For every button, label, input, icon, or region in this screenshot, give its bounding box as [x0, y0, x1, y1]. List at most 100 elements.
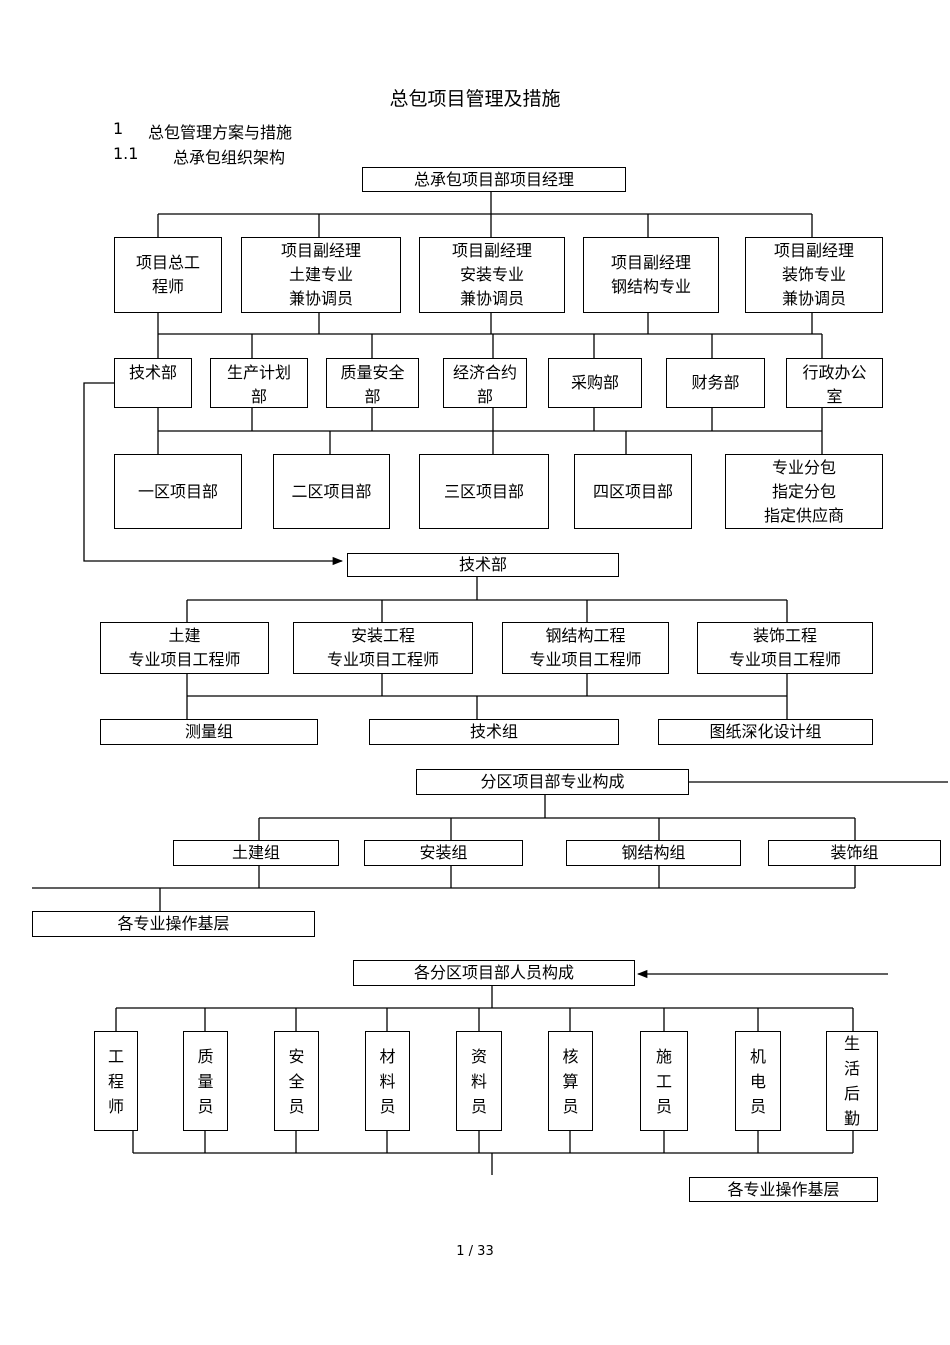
civil-group-box: 土建组 [173, 840, 339, 866]
box-line: 材 [379, 1046, 396, 1066]
box-line: 质 [197, 1046, 214, 1066]
box-line: 装饰专业 [781, 265, 846, 284]
role-materials-box: 材 料 员 [365, 1031, 410, 1131]
box-line: 师 [107, 1096, 124, 1116]
box-line: 兼协调员 [288, 289, 353, 308]
subsection-number: 1.1 [113, 144, 139, 163]
decoration-group-box: 装饰组 [768, 840, 941, 866]
box-line: 安装工程 [350, 626, 415, 645]
box-line: 室 [826, 387, 843, 406]
role-electromechanical-box: 机 电 员 [735, 1031, 781, 1131]
staff-operation-base-box: 各专业操作基层 [689, 1177, 878, 1202]
page-number: 1 / 33 [456, 1244, 494, 1259]
dept-contracts-box: 经济合约 部 [443, 358, 527, 408]
box-line: 电 [749, 1071, 766, 1091]
engineer-decoration-box: 装饰工程 专业项目工程师 [697, 622, 873, 674]
box-line: 兼协调员 [781, 289, 846, 308]
box-line: 经济合约 [452, 363, 517, 382]
box-line: 钢结构工程 [545, 626, 626, 645]
box-line: 土建专业 [288, 265, 353, 284]
box-line: 部 [476, 387, 493, 406]
box-line: 一区项目部 [137, 481, 218, 501]
box-line: 钢结构专业 [610, 277, 691, 296]
deputy-manager-civil-box: 项目副经理 土建专业 兼协调员 [241, 237, 401, 313]
role-engineer-box: 工 程 师 [94, 1031, 138, 1131]
box-line: 财务部 [691, 373, 740, 392]
box-line: 专业项目工程师 [529, 650, 642, 669]
box-line: 料 [379, 1071, 396, 1091]
project-manager-box: 总承包项目部项目经理 [362, 167, 626, 192]
role-documents-box: 资 料 员 [456, 1031, 502, 1131]
box-line: 三区项目部 [443, 481, 524, 501]
box-line: 装饰工程 [752, 626, 817, 645]
box-line: 员 [197, 1096, 214, 1116]
role-cost-box: 核 算 员 [548, 1031, 593, 1131]
box-line: 生产计划 [226, 363, 291, 382]
steel-group-box: 钢结构组 [566, 840, 741, 866]
box-line: 员 [379, 1096, 396, 1116]
box-line: 指定供应商 [763, 505, 844, 525]
section-number: 1 [113, 119, 124, 138]
box-line: 四区项目部 [592, 481, 673, 501]
box-line: 勤 [843, 1109, 860, 1128]
tech-dept-root-box: 技术部 [347, 553, 619, 577]
zone-specialty-root-box: 分区项目部专业构成 [416, 769, 689, 795]
box-line: 质量安全 [340, 363, 405, 382]
engineer-civil-box: 土建 专业项目工程师 [100, 622, 269, 674]
role-construction-box: 施 工 员 [640, 1031, 688, 1131]
box-line: 兼协调员 [459, 289, 524, 308]
section-heading: 总包管理方案与措施 [148, 123, 293, 142]
engineer-steel-box: 钢结构工程 专业项目工程师 [502, 622, 669, 674]
deputy-manager-installation-box: 项目副经理 安装专业 兼协调员 [419, 237, 565, 313]
zone-4-box: 四区项目部 [574, 454, 692, 529]
role-logistics-box: 生 活 后 勤 [826, 1031, 878, 1131]
box-line: 安装专业 [459, 265, 524, 284]
box-line: 员 [655, 1096, 672, 1116]
zone-3-box: 三区项目部 [419, 454, 549, 529]
box-line: 量 [197, 1071, 214, 1091]
box-line: 行政办公 [802, 363, 867, 382]
box-line: 工 [655, 1071, 672, 1091]
box-line: 程师 [151, 277, 184, 296]
dept-finance-box: 财务部 [666, 358, 765, 408]
role-safety-box: 安 全 员 [274, 1031, 319, 1131]
box-line: 项目总工 [135, 253, 200, 272]
box-line: 指定分包 [771, 481, 836, 501]
box-line: 员 [749, 1096, 766, 1116]
drawing-design-group-box: 图纸深化设计组 [658, 719, 873, 745]
zone-2-box: 二区项目部 [273, 454, 390, 529]
engineer-installation-box: 安装工程 专业项目工程师 [293, 622, 473, 674]
survey-group-box: 测量组 [100, 719, 318, 745]
box-line: 员 [288, 1096, 305, 1116]
subsection-heading: 总承包组织架构 [173, 148, 286, 167]
box-line: 全 [288, 1071, 305, 1091]
box-line: 施 [655, 1046, 672, 1066]
box-line: 技术部 [128, 363, 177, 382]
box-line: 活 [843, 1059, 860, 1078]
chief-engineer-box: 项目总工 程师 [114, 237, 222, 313]
subcontractors-box: 专业分包 指定分包 指定供应商 [725, 454, 883, 529]
box-line: 部 [250, 387, 267, 406]
box-line: 专业项目工程师 [128, 650, 241, 669]
box-line: 后 [843, 1084, 860, 1103]
deputy-manager-steel-box: 项目副经理 钢结构专业 [583, 237, 719, 313]
box-line: 安 [288, 1046, 305, 1066]
box-line: 专业项目工程师 [728, 650, 841, 669]
deputy-manager-decoration-box: 项目副经理 装饰专业 兼协调员 [745, 237, 883, 313]
box-line: 算 [562, 1071, 579, 1091]
box-line: 专业项目工程师 [326, 650, 439, 669]
page-title: 总包项目管理及措施 [389, 88, 561, 110]
box-line: 机 [749, 1046, 766, 1066]
box-line: 料 [470, 1071, 487, 1091]
box-line: 土建 [168, 626, 201, 645]
dept-technical-box: 技术部 [114, 358, 192, 408]
box-line: 专业分包 [771, 457, 836, 477]
installation-group-box: 安装组 [364, 840, 523, 866]
box-line: 程 [107, 1071, 124, 1091]
box-line: 资 [470, 1046, 487, 1066]
dept-procurement-box: 采购部 [548, 358, 642, 408]
box-line: 生 [843, 1034, 860, 1053]
operation-base-box: 各专业操作基层 [32, 911, 315, 937]
box-line: 项目副经理 [773, 241, 854, 260]
